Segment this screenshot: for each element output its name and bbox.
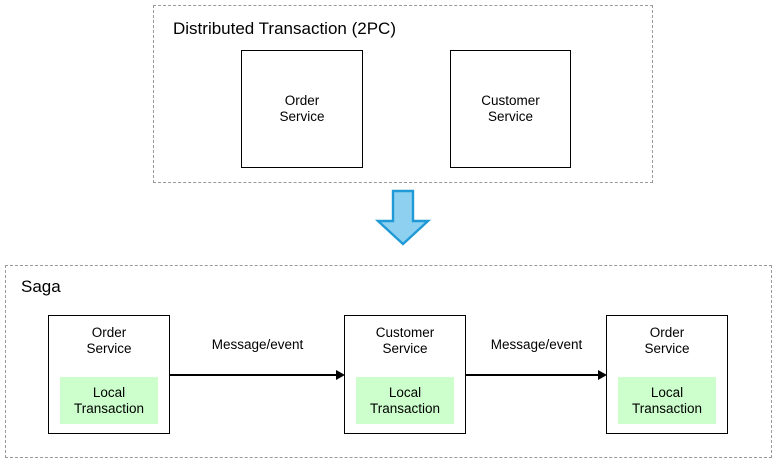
local-transaction-label: Local Transaction — [73, 384, 145, 416]
arrow-line — [466, 374, 600, 376]
connector-arrow-2 — [466, 368, 607, 382]
arrow-line — [170, 374, 338, 376]
arrow-head-icon — [598, 369, 607, 380]
service-box-order-service-saga-2: Order Service Local Transaction — [606, 315, 728, 434]
service-box-customer-service-2pc: Customer Service — [450, 50, 571, 168]
service-box-order-service-saga-1: Order Service Local Transaction — [48, 315, 170, 434]
service-label: Order Service — [279, 93, 325, 124]
arrow-head-icon — [336, 369, 345, 380]
service-label: Order Service — [644, 325, 690, 356]
group-title-saga: Saga — [21, 277, 61, 296]
service-label: Customer Service — [481, 93, 540, 124]
service-box-order-service-2pc: Order Service — [241, 50, 363, 168]
down-arrow-icon — [371, 189, 435, 246]
group-title-distributed-transaction: Distributed Transaction (2PC) — [173, 19, 396, 38]
connector-label-message-event-2: Message/event — [490, 337, 583, 352]
service-label: Customer Service — [375, 325, 435, 356]
local-transaction-badge: Local Transaction — [356, 377, 454, 424]
local-transaction-label: Local Transaction — [369, 384, 441, 416]
group-saga: Saga — [5, 265, 772, 458]
local-transaction-badge: Local Transaction — [60, 377, 158, 424]
local-transaction-badge: Local Transaction — [618, 377, 716, 424]
service-box-customer-service-saga: Customer Service Local Transaction — [344, 315, 466, 434]
service-label: Order Service — [86, 325, 132, 356]
local-transaction-label: Local Transaction — [631, 384, 703, 416]
connector-arrow-1 — [170, 368, 345, 382]
group-distributed-transaction: Distributed Transaction (2PC) — [153, 5, 653, 183]
connector-label-message-event-1: Message/event — [211, 337, 304, 352]
